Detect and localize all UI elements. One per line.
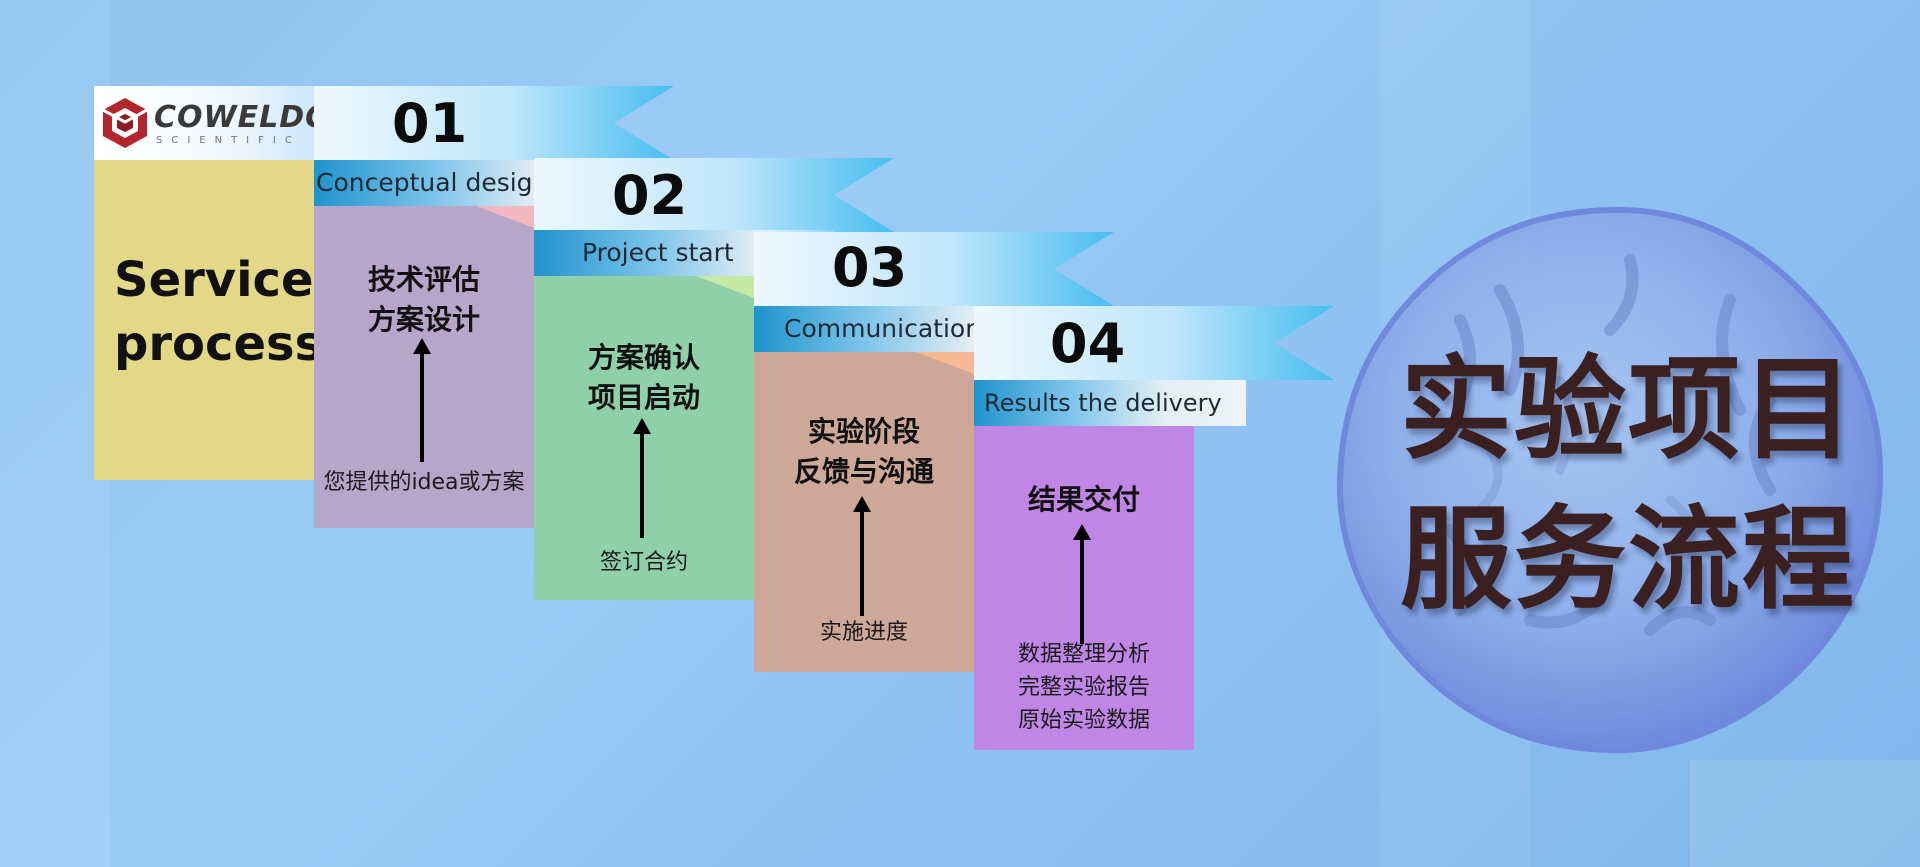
background-panel bbox=[1690, 760, 1920, 867]
step-heading-line: 方案确认 bbox=[587, 341, 700, 374]
up-arrow-icon bbox=[413, 338, 431, 462]
step-heading-line: 结果交付 bbox=[1027, 483, 1140, 516]
step-card-note: 签订合约 bbox=[534, 546, 754, 579]
step-card-heading: 技术评估 方案设计 bbox=[314, 260, 534, 340]
logo-mark-icon bbox=[102, 98, 148, 148]
up-arrow-icon bbox=[633, 418, 651, 538]
step-note-line: 签订合约 bbox=[599, 550, 688, 575]
step-ribbon bbox=[754, 232, 1114, 306]
step-card: 实验阶段 反馈与沟通 实施进度 bbox=[754, 352, 974, 672]
step-ribbon bbox=[314, 86, 674, 160]
step-card-note: 数据整理分析 完整实验报告 原始实验数据 bbox=[974, 638, 1194, 737]
step-number: 03 bbox=[832, 236, 908, 299]
fold-corner bbox=[696, 276, 754, 298]
step-note-line: 您提供的idea或方案 bbox=[323, 470, 525, 495]
step-card: 结果交付 数据整理分析 完整实验报告 原始实验数据 bbox=[974, 426, 1194, 750]
step-card-heading: 实验阶段 反馈与沟通 bbox=[754, 412, 974, 492]
step-label-text: Results the delivery bbox=[984, 389, 1222, 417]
cell-illustration bbox=[1336, 206, 1884, 754]
step-ribbon bbox=[534, 158, 894, 232]
step-heading-line: 方案设计 bbox=[367, 303, 480, 336]
step-heading-line: 项目启动 bbox=[587, 381, 700, 414]
step-card-heading: 方案确认 项目启动 bbox=[534, 338, 754, 418]
up-arrow-icon bbox=[1073, 524, 1091, 644]
step-label-text: Conceptual design bbox=[316, 168, 549, 197]
main-title-line: 服务流程 bbox=[1400, 494, 1856, 625]
step-card-note: 您提供的idea或方案 bbox=[314, 466, 534, 499]
intro-title-line: process bbox=[114, 316, 324, 372]
background-panel bbox=[0, 0, 110, 867]
step-card-heading: 结果交付 bbox=[974, 480, 1194, 520]
step-heading-line: 技术评估 bbox=[367, 263, 480, 296]
step-label-text: Project start bbox=[582, 238, 734, 267]
step-card: 技术评估 方案设计 您提供的idea或方案 bbox=[314, 206, 534, 528]
step-ribbon bbox=[974, 306, 1334, 380]
step-heading-line: 反馈与沟通 bbox=[793, 455, 934, 488]
main-title-line: 实验项目 bbox=[1400, 344, 1856, 475]
step-note-line: 实施进度 bbox=[819, 620, 908, 645]
step-number: 04 bbox=[1050, 312, 1126, 375]
main-title: 实验项目 服务流程 bbox=[1400, 335, 1856, 635]
step-note-line: 原始实验数据 bbox=[1017, 708, 1150, 733]
intro-title: Service process bbox=[114, 248, 323, 376]
step-label-text: Communication bbox=[784, 314, 982, 343]
step-label: Results the delivery bbox=[974, 380, 1246, 426]
step-card-note: 实施进度 bbox=[754, 616, 974, 649]
step-card: 方案确认 项目启动 签订合约 bbox=[534, 276, 754, 600]
intro-title-line: Service bbox=[114, 252, 314, 308]
fold-corner bbox=[476, 206, 534, 228]
step-note-line: 数据整理分析 bbox=[1017, 642, 1150, 667]
step-note-line: 完整实验报告 bbox=[1017, 675, 1150, 700]
step-number: 02 bbox=[612, 164, 688, 227]
logo: COWELDGEN SCIENTIFIC bbox=[94, 86, 377, 160]
logo-subtitle: SCIENTIFIC bbox=[156, 135, 301, 146]
fold-corner bbox=[916, 352, 974, 374]
intro-box: Service process bbox=[94, 160, 323, 480]
step-heading-line: 实验阶段 bbox=[807, 415, 920, 448]
step-number: 01 bbox=[392, 92, 468, 155]
up-arrow-icon bbox=[853, 496, 871, 616]
